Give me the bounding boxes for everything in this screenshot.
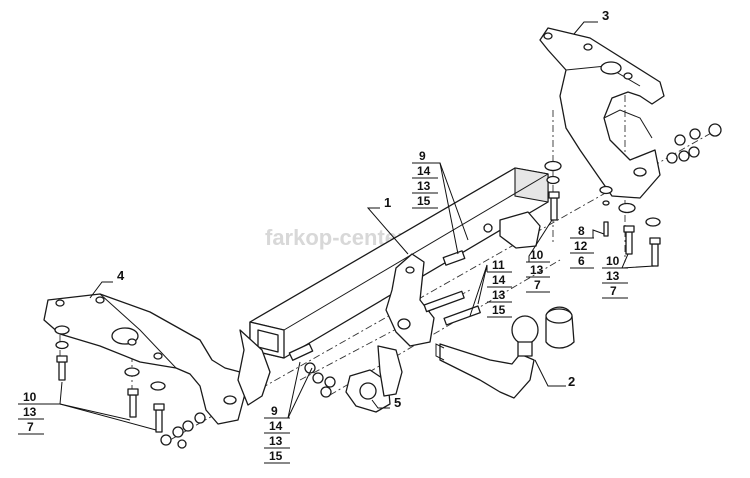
- socket-plate: [345, 345, 403, 413]
- part-callouts: 1 2 3 4 5: [117, 8, 609, 410]
- callout-5: 5: [394, 395, 401, 410]
- stack-top-left: 9 14 13 15: [412, 149, 438, 209]
- stack-cell: 10: [23, 390, 37, 404]
- stack-cell: 15: [417, 194, 431, 208]
- left-bracket: [43, 293, 247, 425]
- stack-cell: 11: [492, 258, 505, 272]
- stack-cell: 10: [530, 248, 544, 262]
- stack-cell: 6: [578, 254, 585, 268]
- stack-cell: 14: [492, 273, 506, 287]
- callout-3: 3: [602, 8, 609, 23]
- stack-cell: 15: [492, 303, 506, 317]
- right-bracket: [539, 27, 665, 199]
- stack-cell: 13: [492, 288, 506, 302]
- stack-bolt-left: 10 13 7: [18, 390, 44, 435]
- stack-cell: 13: [606, 269, 620, 283]
- stack-cell: 7: [534, 278, 541, 292]
- stack-cell: 7: [27, 420, 34, 434]
- ball-mount: [435, 306, 575, 399]
- callout-4: 4: [117, 268, 125, 283]
- stack-cell: 14: [269, 419, 283, 433]
- stack-small-bolt: 8 12 6: [570, 224, 594, 269]
- stack-cell: 12: [574, 239, 588, 253]
- stack-cell: 13: [530, 263, 544, 277]
- stack-cell: 7: [610, 284, 617, 298]
- stack-cell: 14: [417, 164, 431, 178]
- stack-mid: 11 14 13 15: [487, 258, 512, 318]
- stack-cell: 10: [606, 254, 620, 268]
- callout-2: 2: [568, 374, 575, 389]
- callout-1: 1: [384, 195, 391, 210]
- stack-cell: 13: [269, 434, 283, 448]
- stack-bolt-right: 10 13 7: [602, 254, 628, 299]
- stack-cell: 9: [271, 404, 278, 418]
- fasteners: [54, 123, 722, 449]
- stack-cell: 8: [578, 224, 585, 238]
- crossbeam: [237, 167, 549, 406]
- stack-cell: 13: [417, 179, 431, 193]
- stack-cell: 13: [23, 405, 37, 419]
- stack-cell: 9: [419, 149, 426, 163]
- stack-bottom: 9 14 13 15: [264, 404, 290, 464]
- stack-cell: 15: [269, 449, 283, 463]
- stack-bolt-center: 10 13 7: [526, 248, 550, 293]
